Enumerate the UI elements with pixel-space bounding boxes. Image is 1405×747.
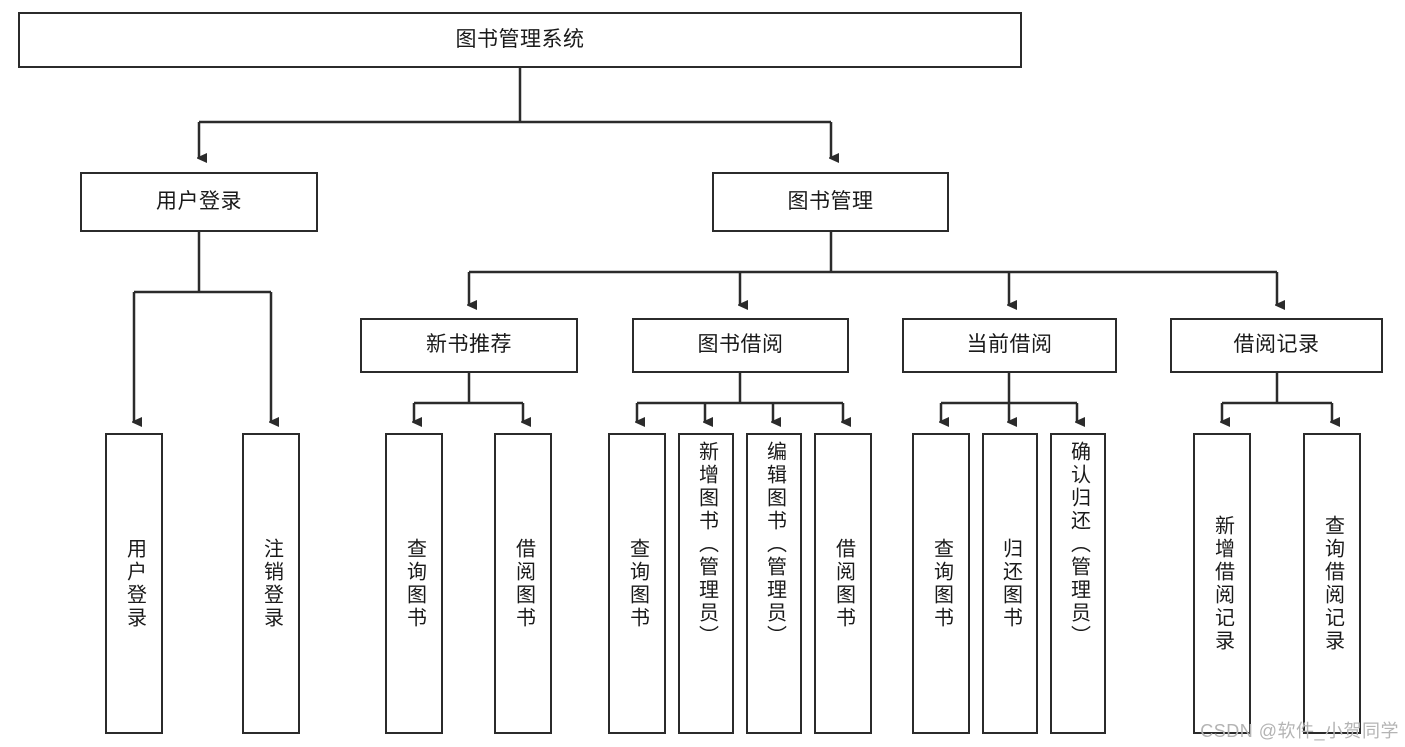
node-label: 注销登录 (260, 537, 283, 630)
leaf-borrow-book-new[interactable]: 借阅图书 (494, 433, 552, 734)
leaf-query-book-current[interactable]: 查询图书 (912, 433, 970, 734)
node-label: 新书推荐 (426, 333, 512, 357)
leaf-query-book-borrow[interactable]: 查询图书 (608, 433, 666, 734)
leaf-confirm-return-admin[interactable]: 确认归还（管理员） (1050, 433, 1106, 734)
node-label: 新增图书（管理员） (695, 441, 718, 648)
node-borrow-record[interactable]: 借阅记录 (1170, 318, 1383, 373)
node-label: 用户登录 (156, 189, 242, 213)
leaf-edit-book-admin[interactable]: 编辑图书（管理员） (746, 433, 802, 734)
node-label: 编辑图书（管理员） (763, 441, 786, 648)
leaf-logout[interactable]: 注销登录 (242, 433, 300, 734)
node-root-book-management-system[interactable]: 图书管理系统 (18, 12, 1022, 68)
node-book-borrow[interactable]: 图书借阅 (632, 318, 849, 373)
node-book-management[interactable]: 图书管理 (712, 172, 949, 232)
node-label: 借阅图书 (512, 537, 535, 630)
leaf-return-book[interactable]: 归还图书 (982, 433, 1038, 734)
leaf-borrow-book[interactable]: 借阅图书 (814, 433, 872, 734)
node-label: 查询图书 (626, 537, 649, 630)
node-new-book-recommend[interactable]: 新书推荐 (360, 318, 578, 373)
leaf-query-borrow-record[interactable]: 查询借阅记录 (1303, 433, 1361, 734)
node-label: 归还图书 (999, 537, 1022, 630)
node-label: 图书借阅 (697, 333, 784, 357)
node-label: 新增借阅记录 (1211, 514, 1234, 653)
leaf-add-book-admin[interactable]: 新增图书（管理员） (678, 433, 734, 734)
leaf-add-borrow-record[interactable]: 新增借阅记录 (1193, 433, 1251, 734)
leaf-query-book-new[interactable]: 查询图书 (385, 433, 443, 734)
node-label: 用户登录 (123, 537, 146, 630)
node-label: 查询借阅记录 (1321, 514, 1344, 653)
node-label: 查询图书 (403, 537, 426, 630)
node-label: 查询图书 (930, 537, 953, 630)
node-label: 借阅记录 (1233, 333, 1320, 357)
node-user-login[interactable]: 用户登录 (80, 172, 318, 232)
node-label: 图书管理 (787, 189, 874, 213)
node-label: 当前借阅 (966, 333, 1053, 357)
node-label: 借阅图书 (832, 537, 855, 630)
leaf-user-login[interactable]: 用户登录 (105, 433, 163, 734)
node-current-borrow[interactable]: 当前借阅 (902, 318, 1117, 373)
node-label: 确认归还（管理员） (1067, 441, 1090, 648)
watermark-text: CSDN @软件_小贺同学 (1200, 721, 1399, 741)
node-label: 图书管理系统 (455, 27, 585, 51)
